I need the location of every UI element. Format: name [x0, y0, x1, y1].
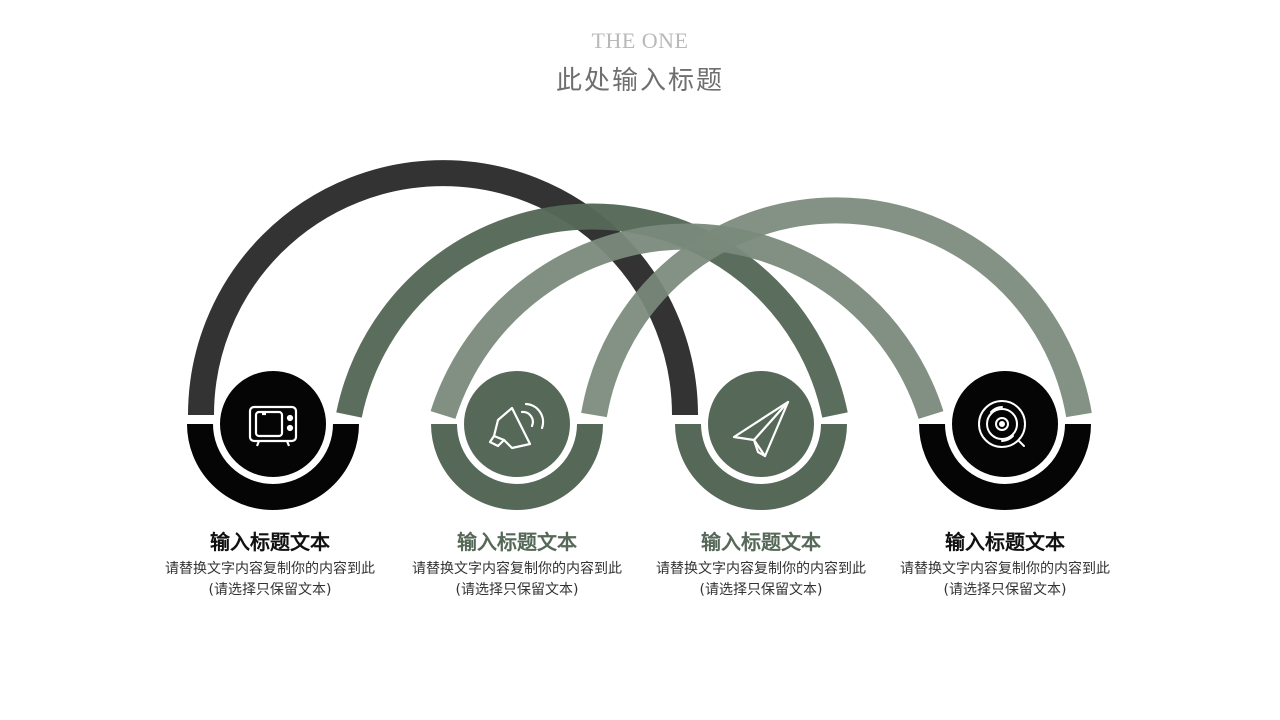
step-4: 输入标题文本 请替换文字内容复制你的内容到此 (请选择只保留文本) — [875, 528, 1135, 601]
cup-4 — [919, 423, 1091, 510]
icon-circle-1 — [220, 371, 326, 477]
step-desc-line2: (请选择只保留文本) — [699, 582, 823, 598]
step-1: 输入标题文本 请替换文字内容复制你的内容到此 (请选择只保留文本) — [140, 528, 400, 601]
step-desc-line1: 请替换文字内容复制你的内容到此 — [165, 561, 375, 577]
arch-3 — [430, 223, 944, 419]
header-kicker: THE ONE — [591, 28, 689, 53]
arch-2 — [336, 203, 848, 418]
arch-4 — [581, 197, 1092, 418]
tv-icon — [248, 405, 298, 447]
step-desc-line1: 请替换文字内容复制你的内容到此 — [900, 561, 1110, 577]
step-desc-line2: (请选择只保留文本) — [455, 582, 579, 598]
step-title: 输入标题文本 — [701, 530, 821, 554]
cup-3 — [675, 423, 847, 510]
cup-1 — [187, 423, 359, 510]
vinyl-disc-icon — [978, 400, 1026, 448]
icon-circle-3 — [708, 371, 814, 477]
icon-circle-2 — [464, 371, 570, 477]
step-desc-line1: 请替换文字内容复制你的内容到此 — [412, 561, 622, 577]
cup-2 — [431, 423, 603, 510]
step-title: 输入标题文本 — [945, 530, 1065, 554]
step-desc-line1: 请替换文字内容复制你的内容到此 — [656, 561, 866, 577]
page-title: 此处输入标题 — [555, 66, 724, 96]
paper-plane-icon — [732, 400, 790, 458]
step-desc-line2: (请选择只保留文本) — [208, 582, 332, 598]
step-3: 输入标题文本 请替换文字内容复制你的内容到此 (请选择只保留文本) — [631, 528, 891, 601]
speaker-icon — [488, 402, 545, 450]
step-2: 输入标题文本 请替换文字内容复制你的内容到此 (请选择只保留文本) — [387, 528, 647, 601]
step-desc-line2: (请选择只保留文本) — [943, 582, 1067, 598]
step-title: 输入标题文本 — [457, 530, 577, 554]
step-title: 输入标题文本 — [210, 530, 330, 554]
